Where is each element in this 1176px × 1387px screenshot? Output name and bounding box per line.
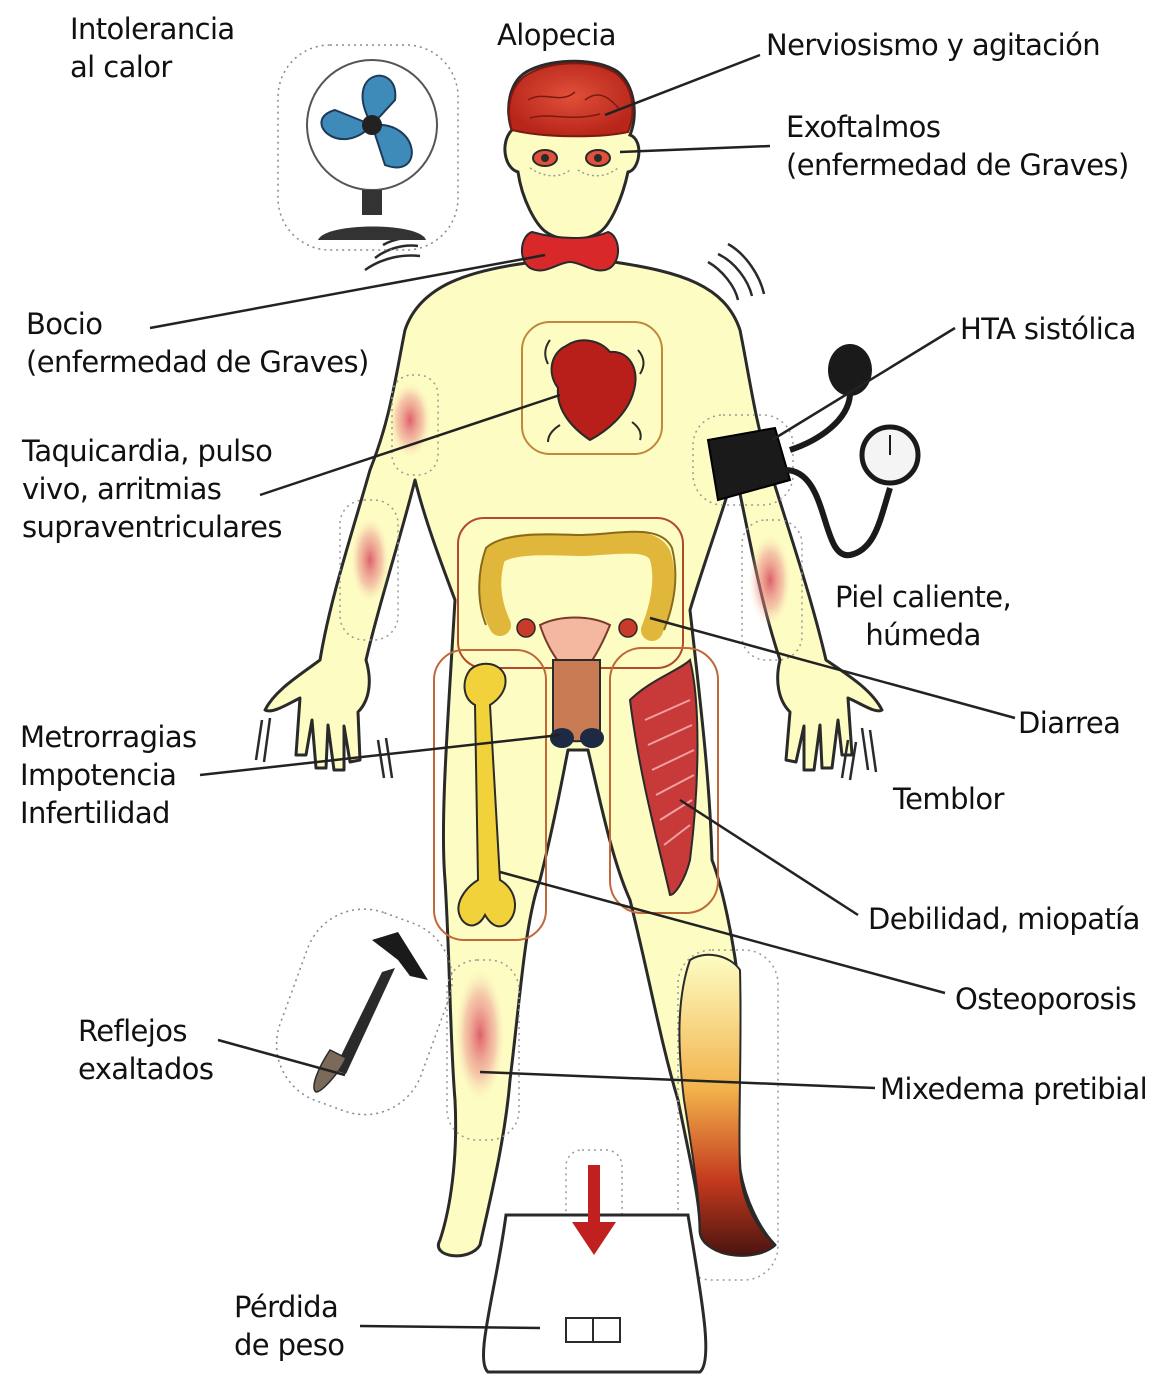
label-systolic-hypertension: HTA sistólica [960, 310, 1136, 348]
label-pretibial-myxedema: Mixedema pretibial [880, 1070, 1147, 1108]
label-goiter: Bocio(enfermedad de Graves) [26, 305, 369, 381]
label-osteoporosis: Osteoporosis [955, 980, 1136, 1018]
label-alopecia: Alopecia [497, 16, 616, 54]
label-warm-skin: Piel caliente,húmeda [835, 578, 1011, 654]
label-tremor: Temblor [893, 780, 1004, 818]
label-myopathy: Debilidad, miopatía [868, 900, 1140, 938]
reflex-hammer-icon [260, 892, 469, 1131]
label-nervousness: Nerviosismo y agitación [766, 26, 1100, 64]
fan-icon [278, 45, 458, 250]
body-figure [265, 61, 882, 1280]
label-diarrhea: Diarrea [1018, 704, 1120, 742]
label-exophthalmos: Exoftalmos(enfermedad de Graves) [786, 108, 1129, 184]
brain [509, 63, 632, 136]
pretibial-leg [679, 955, 775, 1256]
